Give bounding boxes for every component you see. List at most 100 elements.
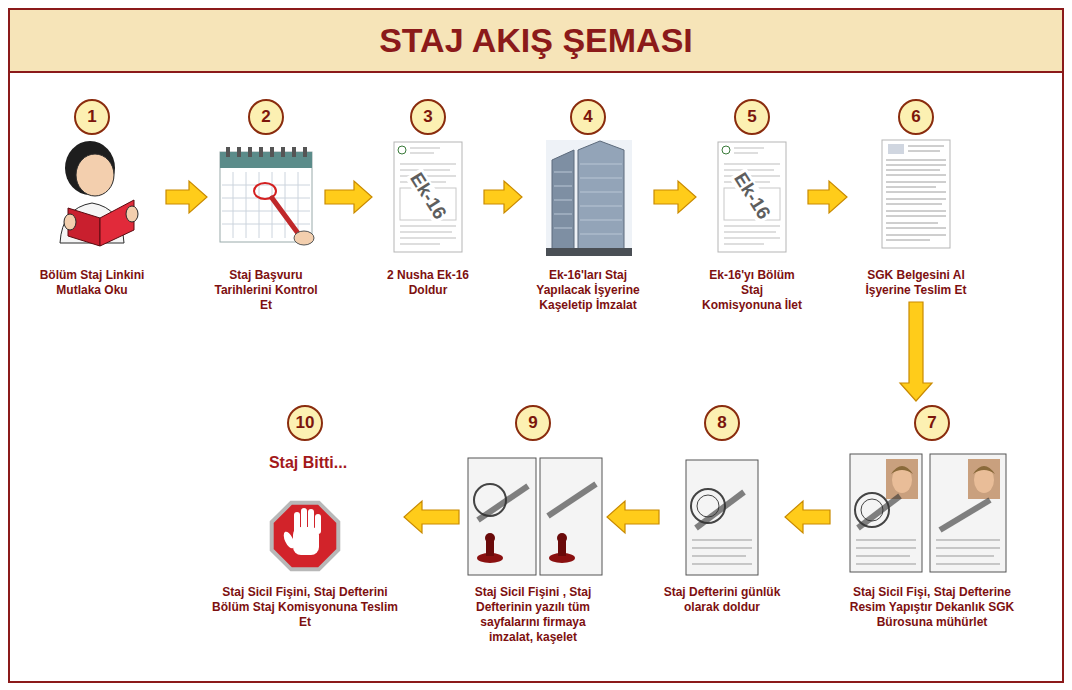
calendar-icon xyxy=(281,147,285,157)
step-caption: Bölüm Staj Linkini Mutlaka Oku xyxy=(22,268,162,298)
registration-cards xyxy=(891,466,913,474)
form-document xyxy=(400,148,456,244)
step-number: 4 xyxy=(570,99,606,135)
stop-sign xyxy=(301,508,307,532)
step-number: 1 xyxy=(74,99,110,135)
flow-step: 9Staj Sicil Fişini , Staj Defterinin yaz… xyxy=(463,405,603,645)
flow-step: 4Ek-16'ları Staj Yapılacak İşyerine Kaşe… xyxy=(526,99,650,313)
stop-sign xyxy=(308,509,314,533)
calendar-icon xyxy=(292,147,296,157)
logbook-card xyxy=(686,460,758,575)
step-number: 9 xyxy=(515,405,551,441)
registration-cards xyxy=(974,467,994,493)
insurance-form xyxy=(886,146,946,240)
registration-cards xyxy=(850,454,1006,572)
stop-sign xyxy=(315,514,321,534)
step-number: 10 xyxy=(287,405,323,441)
calendar-icon xyxy=(259,147,263,157)
step-number: 7 xyxy=(914,405,950,441)
insurance-form xyxy=(882,140,950,248)
step-number: 3 xyxy=(410,99,446,135)
calendar-icon xyxy=(226,147,230,157)
reader-figure xyxy=(64,214,76,230)
office-towers xyxy=(546,248,632,256)
flow-arrow xyxy=(654,181,696,213)
registration-cards xyxy=(940,500,990,530)
flow-arrow xyxy=(404,501,459,533)
registration-cards xyxy=(973,466,995,474)
calendar-icon xyxy=(272,198,300,236)
flow-step: 8Staj Defterini günlük olarak doldur xyxy=(663,405,781,615)
form-document xyxy=(718,142,786,252)
stop-sign xyxy=(272,503,339,570)
form-document xyxy=(398,146,406,154)
calendar-icon xyxy=(294,231,314,245)
flow-step: 1Bölüm Staj Linkini Mutlaka Oku xyxy=(22,99,162,298)
calendar-icon xyxy=(303,147,307,157)
flow-step: 10Staj Bitti...Staj Sicil Fişini, Staj D… xyxy=(210,405,400,630)
step-caption: Staj Sicil Fişi, Staj Defterine Resim Ya… xyxy=(834,585,1030,630)
form-document xyxy=(724,148,780,244)
stamped-cards xyxy=(540,458,602,575)
flow-arrow xyxy=(484,181,522,213)
flow-arrow xyxy=(808,181,847,213)
stop-sign xyxy=(294,512,300,534)
step-caption: Ek-16'yı Bölüm Staj Komisyonuna İlet xyxy=(700,268,804,313)
step-caption: SGK Belgesini Al İşyerine Teslim Et xyxy=(851,268,981,298)
office-towers xyxy=(546,140,632,256)
step-number: 2 xyxy=(248,99,284,135)
calendar-icon xyxy=(270,147,274,157)
reader-figure xyxy=(65,141,115,195)
step-caption: Staj Sicil Fişini, Staj Defterini Bölüm … xyxy=(210,585,400,630)
reader-figure xyxy=(60,141,138,246)
step-number: 8 xyxy=(704,405,740,441)
page-frame xyxy=(9,9,1063,682)
flow-step: 7Staj Sicil Fişi, Staj Defterine Resim Y… xyxy=(834,405,1030,630)
stamped-cards xyxy=(468,458,536,575)
office-towers xyxy=(552,150,574,255)
form-document xyxy=(394,142,462,252)
logbook-card xyxy=(696,492,744,528)
registration-cards xyxy=(850,454,922,572)
logbook-card xyxy=(692,540,752,564)
step-caption: Staj Defterini günlük olarak doldur xyxy=(663,585,781,615)
stamped-cards xyxy=(548,484,596,516)
calendar-icon xyxy=(222,172,310,238)
calendar-icon xyxy=(248,147,252,157)
logbook-card xyxy=(686,460,758,575)
page-frame xyxy=(9,9,1063,682)
step-number: 5 xyxy=(734,99,770,135)
calendar-icon xyxy=(220,152,312,242)
step-number: 6 xyxy=(898,99,934,135)
flow-arrow xyxy=(166,181,207,213)
insurance-form xyxy=(882,140,950,248)
flow-arrow xyxy=(325,181,372,213)
registration-cards xyxy=(930,454,1006,572)
calendar-icon xyxy=(237,147,241,157)
office-towers xyxy=(546,140,632,256)
office-towers xyxy=(554,164,622,234)
form-document xyxy=(722,146,730,154)
registration-cards xyxy=(886,459,918,499)
step-caption: Staj Başvuru Tarihlerini Kontrol Et xyxy=(211,268,321,313)
step-caption: Staj Sicil Fişini , Staj Defterinin yazı… xyxy=(463,585,603,645)
stop-sign xyxy=(282,530,297,550)
form-document xyxy=(718,142,786,252)
stamped-cards xyxy=(478,486,528,520)
stamped-cards xyxy=(485,533,495,543)
registration-cards xyxy=(858,496,900,528)
stop-sign xyxy=(272,503,339,570)
stamped-cards xyxy=(468,458,602,575)
flow-arrow xyxy=(900,302,932,401)
registration-cards xyxy=(892,467,912,493)
flow-arrow xyxy=(785,501,830,533)
calendar-icon xyxy=(220,152,312,168)
step-caption: 2 Nusha Ek-16 Doldur xyxy=(376,268,480,298)
flow-step: 2Staj Başvuru Tarihlerini Kontrol Et xyxy=(211,99,321,313)
registration-cards xyxy=(856,540,916,564)
registration-cards xyxy=(936,540,1000,564)
stamped-cards xyxy=(557,533,567,543)
flow-step: 6SGK Belgesini Al İşyerine Teslim Et xyxy=(851,99,981,298)
reader-figure xyxy=(126,206,138,222)
step-caption: Ek-16'ları Staj Yapılacak İşyerine Kaşel… xyxy=(526,268,650,313)
